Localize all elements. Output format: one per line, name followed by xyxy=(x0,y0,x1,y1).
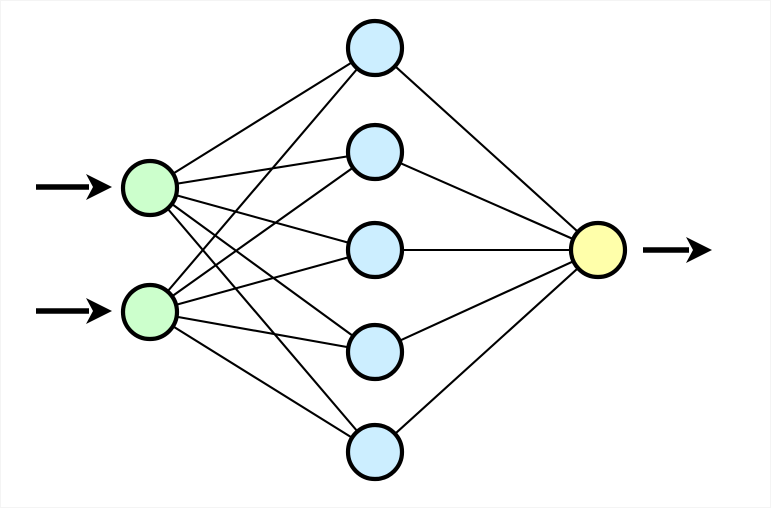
edge-i1-h5 xyxy=(148,186,377,454)
hidden-node-h5[interactable] xyxy=(345,422,405,482)
edge-h5-o1 xyxy=(373,248,600,454)
edge-i2-h3 xyxy=(148,248,377,314)
edge-i2-h1 xyxy=(148,46,377,314)
edges-group xyxy=(148,46,600,454)
edge-i2-h5 xyxy=(148,310,377,454)
hidden-node-h4[interactable] xyxy=(345,322,405,382)
hidden-node-h1[interactable] xyxy=(345,18,405,78)
input-node-i2[interactable] xyxy=(120,282,180,342)
edge-i1-h4 xyxy=(148,186,377,354)
edge-h1-o1 xyxy=(373,46,600,252)
io-arrows-group xyxy=(36,174,712,324)
edge-i1-h2 xyxy=(148,150,377,190)
edge-i2-h2 xyxy=(148,150,377,314)
hidden-node-h3[interactable] xyxy=(345,220,405,280)
output-node-o1[interactable] xyxy=(568,220,628,280)
edge-h4-o1 xyxy=(373,248,600,354)
edge-i2-h4 xyxy=(148,310,377,354)
edge-i1-h1 xyxy=(148,46,377,190)
edge-i1-h3 xyxy=(148,186,377,252)
in-arrow-1-head xyxy=(86,174,112,200)
hidden-node-h2[interactable] xyxy=(345,122,405,182)
nodes-group xyxy=(120,18,628,482)
edge-h2-o1 xyxy=(373,150,600,252)
out-arrow-1-head xyxy=(686,237,712,263)
in-arrow-2-head xyxy=(86,298,112,324)
input-node-i1[interactable] xyxy=(120,158,180,218)
